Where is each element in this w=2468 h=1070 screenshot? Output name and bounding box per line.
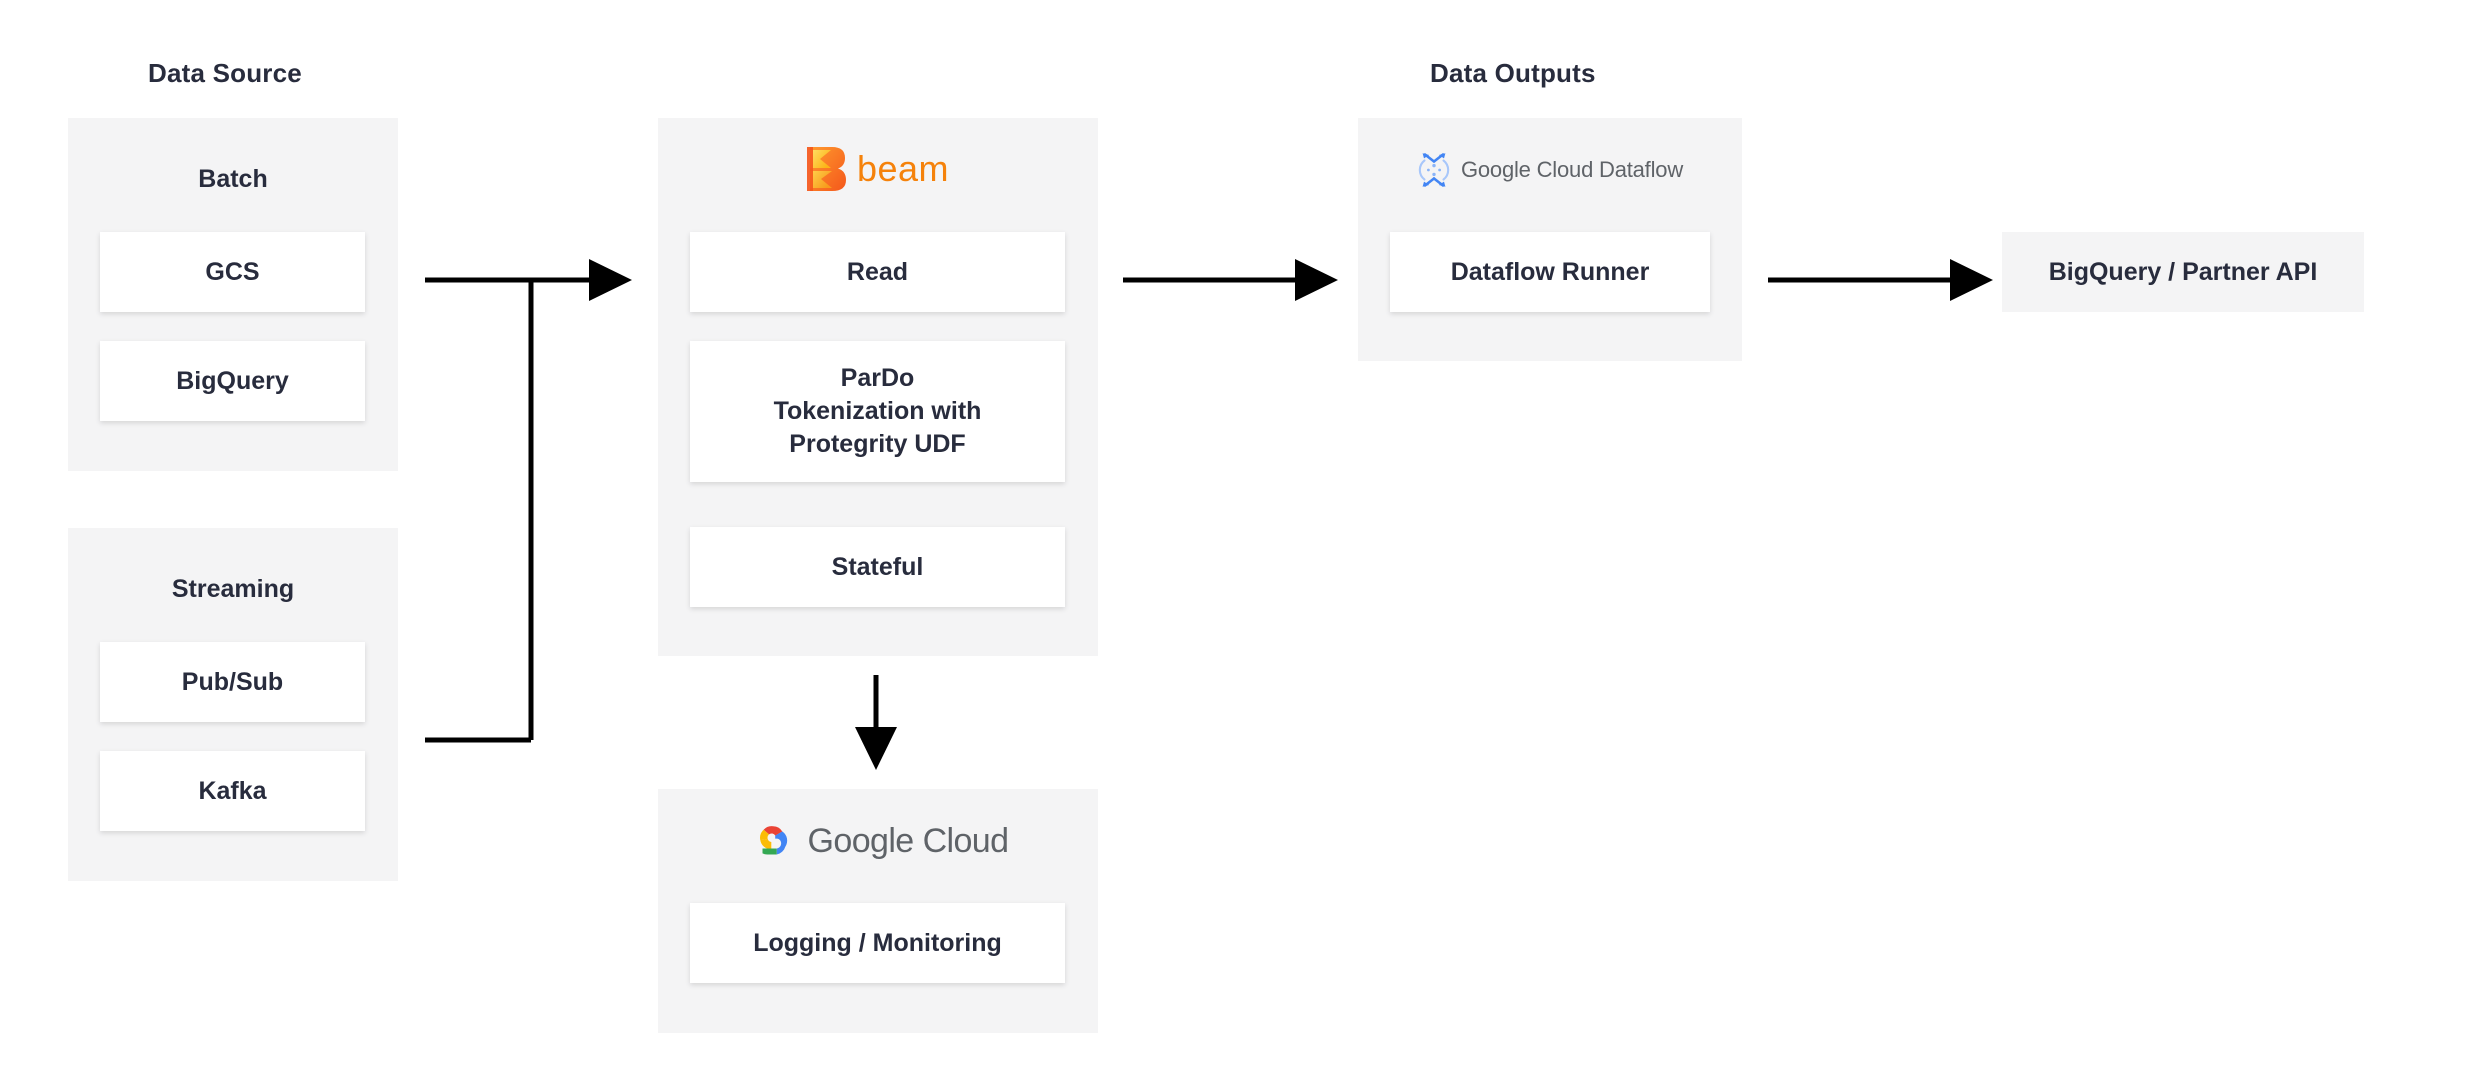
card-gcs[interactable]: GCS — [100, 232, 365, 312]
google-cloud-logo-text-cloud: Cloud — [922, 821, 1009, 860]
card-pubsub[interactable]: Pub/Sub — [100, 642, 365, 722]
card-dataflow-runner[interactable]: Dataflow Runner — [1390, 232, 1710, 312]
heading-data-outputs: Data Outputs — [1430, 58, 1596, 88]
connector-sources-to-beam — [425, 259, 632, 743]
card-beam-read-label: Read — [846, 257, 909, 286]
connector-beam-to-dataflow — [1123, 259, 1338, 301]
card-kafka-label: Kafka — [198, 776, 267, 805]
card-beam-stateful-label: Stateful — [831, 552, 924, 581]
google-cloud-logo-text-google: Google — [807, 821, 915, 860]
card-bigquery-source-label: BigQuery — [176, 366, 289, 395]
card-bigquery-source[interactable]: BigQuery — [100, 341, 365, 421]
connector-beam-to-logging — [855, 675, 897, 770]
connector-dataflow-to-output — [1768, 259, 1993, 301]
card-kafka[interactable]: Kafka — [100, 751, 365, 831]
box-bigquery-partner-api[interactable]: BigQuery / Partner API — [2002, 232, 2364, 312]
heading-data-source: Data Source — [148, 58, 302, 88]
dataflow-logo-row: Google Cloud Dataflow — [1358, 148, 1742, 192]
card-pubsub-label: Pub/Sub — [181, 667, 284, 696]
card-dataflow-runner-label: Dataflow Runner — [1450, 257, 1650, 286]
google-cloud-dataflow-icon — [1418, 153, 1450, 187]
card-beam-stateful[interactable]: Stateful — [690, 527, 1065, 607]
box-bigquery-partner-api-label: BigQuery / Partner API — [2048, 257, 2318, 286]
beam-logo-row: beam — [658, 140, 1098, 198]
panel-streaming-title: Streaming — [171, 575, 295, 603]
card-logging-monitoring-label: Logging / Monitoring — [753, 928, 1002, 957]
card-gcs-label: GCS — [205, 257, 260, 286]
apache-beam-logo-icon — [806, 147, 846, 191]
beam-logo-text: beam — [856, 148, 950, 189]
card-beam-read[interactable]: Read — [690, 232, 1065, 312]
dataflow-logo-text: Google Cloud Dataflow — [1460, 157, 1684, 182]
google-cloud-logo-icon — [759, 826, 787, 855]
panel-batch-title: Batch — [198, 165, 268, 193]
card-logging-monitoring[interactable]: Logging / Monitoring — [690, 903, 1065, 983]
